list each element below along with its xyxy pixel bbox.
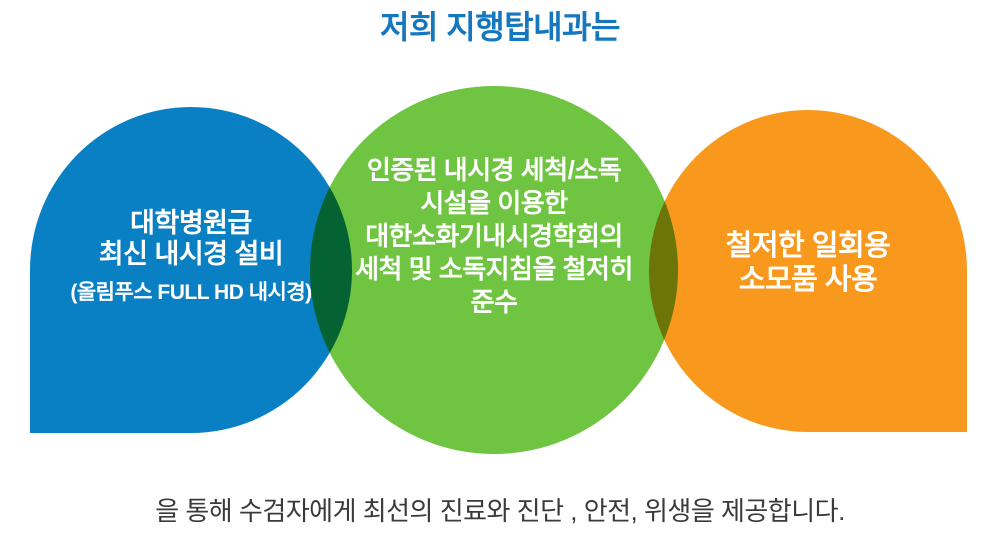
venn-circle-left — [30, 107, 352, 433]
venn-label-center-line5: 준수 — [470, 287, 518, 317]
venn-label-center: 인증된 내시경 세척/소독 시설을 이용한 대한소화기내시경학회의 세척 및 소… — [310, 154, 678, 319]
venn-label-center-line1: 인증된 내시경 세척/소독 — [366, 155, 622, 185]
venn-label-center-line4: 세척 및 소독지침을 철저히 — [355, 254, 633, 284]
venn-label-left-subline: (올림푸스 FULL HD 내시경) — [70, 281, 312, 304]
venn-circle-right — [649, 110, 967, 432]
page-title: 저희 지행탑내과는 — [380, 9, 620, 45]
venn-label-right: 철저한 일회용 소모품 사용 — [649, 229, 967, 297]
footer-caption: 을 통해 수검자에게 최선의 진료와 진단 , 안전, 위생을 제공합니다. — [155, 496, 845, 526]
venn-label-center-line2: 시설을 이용한 — [420, 188, 568, 218]
venn-label-right-line2: 소모품 사용 — [738, 264, 878, 296]
venn-label-left-line1: 대학병원급 — [130, 208, 252, 238]
venn-label-left-line2: 최신 내시경 설비 — [98, 239, 284, 269]
venn-circle-center — [310, 86, 678, 454]
venn-label-left: 대학병원급 최신 내시경 설비 (올림푸스 FULL HD 내시경) — [30, 208, 352, 305]
venn-label-right-line1: 철저한 일회용 — [725, 230, 891, 262]
venn-label-center-line3: 대한소화기내시경학회의 — [365, 221, 623, 251]
